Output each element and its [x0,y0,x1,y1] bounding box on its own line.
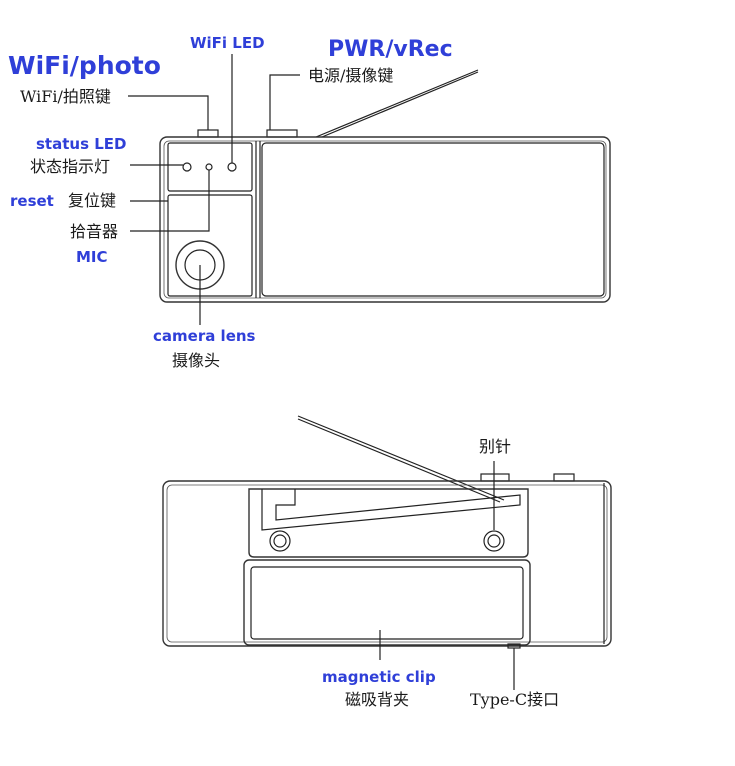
wifi-led-label: WiFi LED [190,34,265,52]
front-body [159,136,611,303]
wifi-photo-label-en: WiFi/photo [8,51,161,80]
camera-lens-label-cn: 摄像头 [172,351,220,370]
back-view [162,415,612,690]
front-view [128,54,611,325]
mic-label-en: MIC [76,248,108,266]
mic-hole-icon [205,163,213,171]
mic-label-cn: 拾音器 [70,222,118,241]
reset-label-cn: 复位键 [68,191,116,210]
wifi-photo-label-cn: WiFi/拍照键 [20,87,111,106]
wifi-photo-button [197,129,219,138]
magnetic-clip-label-cn: 磁吸背夹 [345,690,409,709]
pin-label: 别针 [479,437,511,456]
left-rivet-icon [269,530,291,552]
back-body [162,480,612,647]
typec-label: Type-C接口 [470,690,559,709]
status-led-label-en: status LED [36,135,126,153]
lens-panel [167,194,253,297]
right-rivet-icon [483,530,505,552]
camera-lens-label-en: camera lens [153,327,256,345]
front-panel [261,142,605,297]
status-led-icon [182,162,192,172]
magnetic-clip [243,559,531,646]
wifi-led-icon [227,162,237,172]
clip-frame [248,488,529,558]
status-led-label-cn: 状态指示灯 [30,157,110,176]
led-panel [167,142,253,192]
pwr-label-cn: 电源/摄像键 [308,66,393,85]
pwr-label-en: PWR/vRec [328,37,453,62]
magnetic-clip-label-en: magnetic clip [322,668,436,686]
power-button [266,129,298,138]
reset-label-en: reset [10,192,54,210]
back-pin [297,415,505,501]
front-pin [315,69,479,138]
